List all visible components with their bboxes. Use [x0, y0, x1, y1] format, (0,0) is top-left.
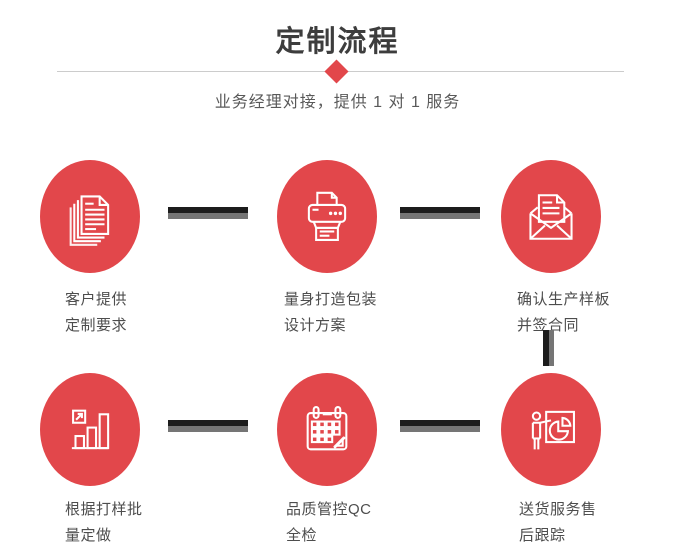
step-circle-4	[40, 373, 140, 486]
calendar-icon	[306, 405, 348, 450]
step-label-6: 送货服务售 后跟踪	[519, 501, 597, 544]
connector-horizontal-1	[168, 207, 248, 219]
connector-horizontal-4	[400, 420, 480, 432]
documents-icon	[69, 194, 110, 246]
step-circle-6	[501, 373, 601, 486]
step-circle-5	[277, 373, 377, 486]
step-label-3: 确认生产样板 并签合同	[517, 291, 611, 334]
step-label-2: 量身打造包装 设计方案	[284, 291, 378, 334]
connector-horizontal-3	[168, 420, 248, 432]
bar-chart-icon	[71, 409, 110, 449]
step-circle-2	[277, 160, 377, 273]
step-label-4: 根据打样批 量定做	[65, 501, 143, 544]
connector-horizontal-2	[400, 207, 480, 219]
diamond-icon	[324, 59, 349, 84]
step-circle-3	[501, 160, 601, 273]
envelope-icon	[529, 193, 573, 240]
step-label-1: 客户提供 定制要求	[65, 291, 128, 334]
connector-vertical-1	[543, 330, 554, 366]
printer-icon	[307, 191, 347, 241]
step-label-5: 品质管控QC 全检	[286, 501, 372, 544]
presentation-icon	[531, 410, 575, 449]
page-subtitle: 业务经理对接，提供 1 对 1 服务	[214, 94, 461, 111]
page-title: 定制流程	[275, 26, 400, 58]
step-circle-1	[40, 160, 140, 273]
